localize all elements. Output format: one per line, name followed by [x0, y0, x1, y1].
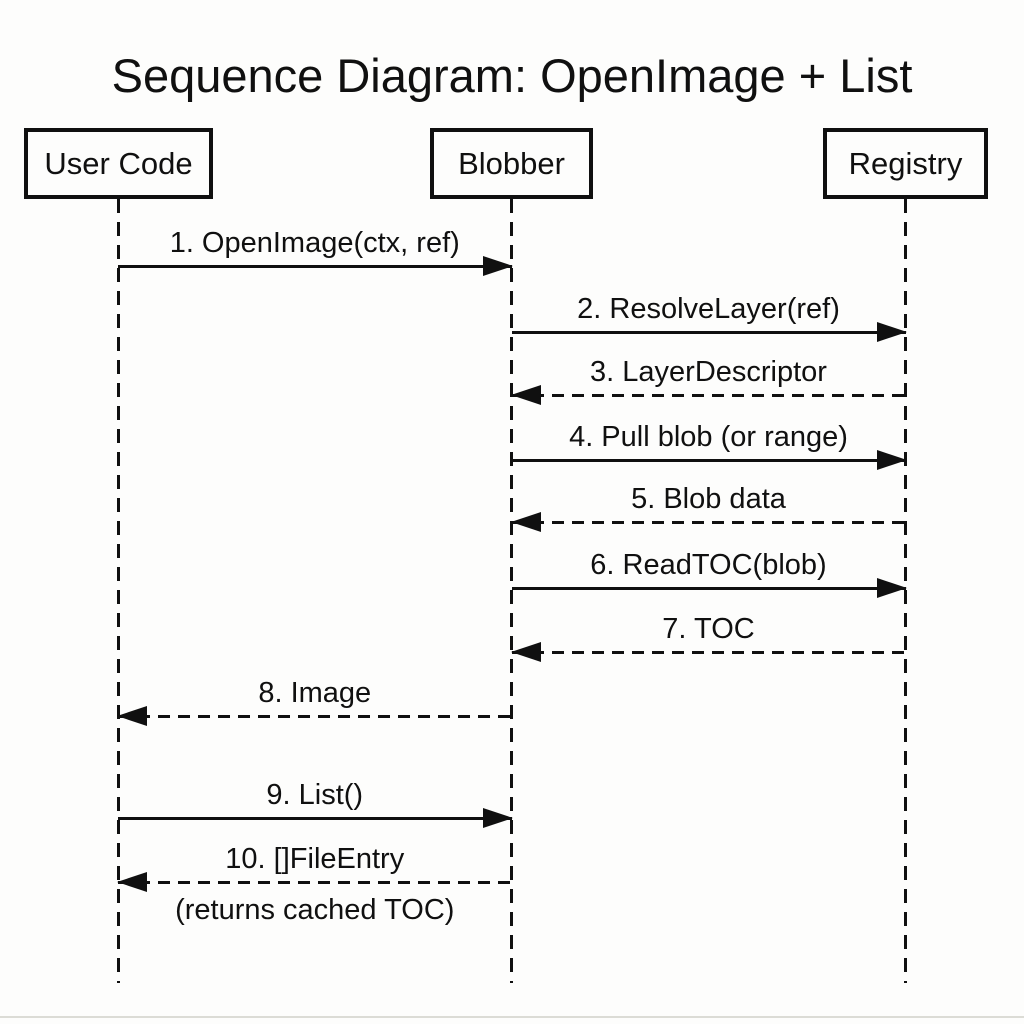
message-3-line-dashed	[511, 393, 906, 397]
message-6-line-solid	[511, 586, 906, 590]
arrowhead-right-icon	[482, 807, 513, 828]
diagram-title: Sequence Diagram: OpenImage + List	[111, 49, 913, 102]
message-6: 6. ReadTOC(blob)	[511, 549, 907, 598]
scan-edge-line	[0, 1016, 1024, 1018]
message-7-line-dashed	[511, 650, 906, 654]
message-3: 3. LayerDescriptor	[510, 356, 906, 405]
arrowhead-left-icon	[117, 871, 147, 892]
arrowhead-left-icon	[510, 384, 541, 405]
message-10-line-dashed	[118, 880, 512, 884]
actor-box-registry: Registry	[823, 128, 988, 199]
message-7-label: 7. TOC	[662, 612, 755, 645]
message-4-label: 4. Pull blob (or range)	[569, 420, 848, 453]
arrowhead-left-icon	[117, 705, 147, 726]
message-5: 5. Blob data	[510, 483, 906, 532]
actor-label-user-code: User Code	[44, 145, 193, 181]
actor-label-blobber: Blobber	[458, 145, 565, 181]
message-10-label: 10. []FileEntry	[225, 842, 405, 875]
message-1-line-solid	[118, 264, 512, 268]
message-5-label: 5. Blob data	[631, 482, 786, 515]
actor-label-registry: Registry	[848, 145, 963, 181]
message-1: 1. OpenImage(ctx, ref)	[118, 227, 513, 276]
message-8-line-dashed	[118, 714, 512, 718]
message-4-line-solid	[511, 458, 906, 462]
message-2-line-solid	[511, 330, 906, 334]
arrowhead-left-icon	[510, 511, 541, 532]
message-3-label: 3. LayerDescriptor	[590, 355, 827, 388]
arrowhead-right-icon	[876, 577, 907, 598]
actor-box-user-code: User Code	[24, 128, 213, 199]
message-10-sublabel: (returns cached TOC)	[175, 893, 455, 926]
message-9-line-solid	[118, 816, 512, 820]
message-7: 7. TOC	[510, 613, 906, 662]
message-6-label: 6. ReadTOC(blob)	[590, 548, 827, 581]
message-10: 10. []FileEntry (returns cached TOC)	[117, 843, 512, 926]
message-2-label: 2. ResolveLayer(ref)	[577, 292, 840, 325]
message-9-label: 9. List()	[266, 778, 364, 811]
message-4: 4. Pull blob (or range)	[511, 421, 907, 470]
message-8-label: 8. Image	[258, 676, 372, 709]
arrowhead-right-icon	[482, 255, 513, 276]
message-8: 8. Image	[117, 677, 512, 726]
lifeline-user-code	[116, 199, 120, 983]
message-1-label: 1. OpenImage(ctx, ref)	[169, 226, 460, 259]
lifeline-blobber	[510, 199, 513, 983]
message-9: 9. List()	[118, 779, 513, 828]
arrowhead-right-icon	[876, 321, 907, 342]
arrowhead-left-icon	[510, 641, 541, 662]
message-5-line-dashed	[511, 520, 906, 524]
arrowhead-right-icon	[876, 449, 907, 470]
message-2: 2. ResolveLayer(ref)	[511, 293, 907, 342]
actor-box-blobber: Blobber	[430, 128, 593, 199]
